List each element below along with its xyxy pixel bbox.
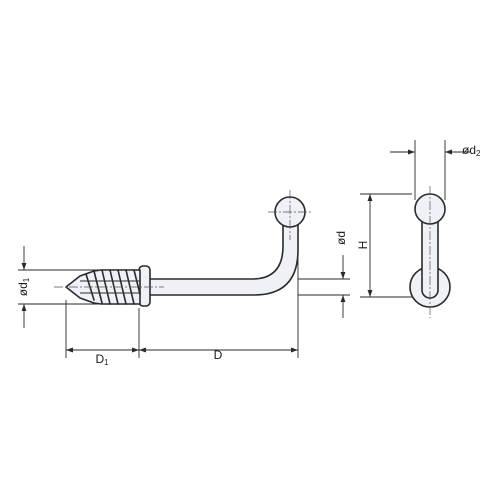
label-diam-d1: ød1 [16, 277, 31, 296]
label-h: H [356, 241, 370, 250]
hook-body [147, 211, 299, 296]
thread-core [80, 280, 140, 294]
dimension-lines [18, 140, 470, 358]
label-d1: D1 [95, 352, 109, 367]
label-d: D [214, 348, 223, 362]
label-diam-d: ød [334, 231, 348, 245]
label-diam-d2: ød2 [462, 143, 481, 158]
front-view-hook [409, 186, 451, 318]
side-view-hook [54, 190, 312, 307]
